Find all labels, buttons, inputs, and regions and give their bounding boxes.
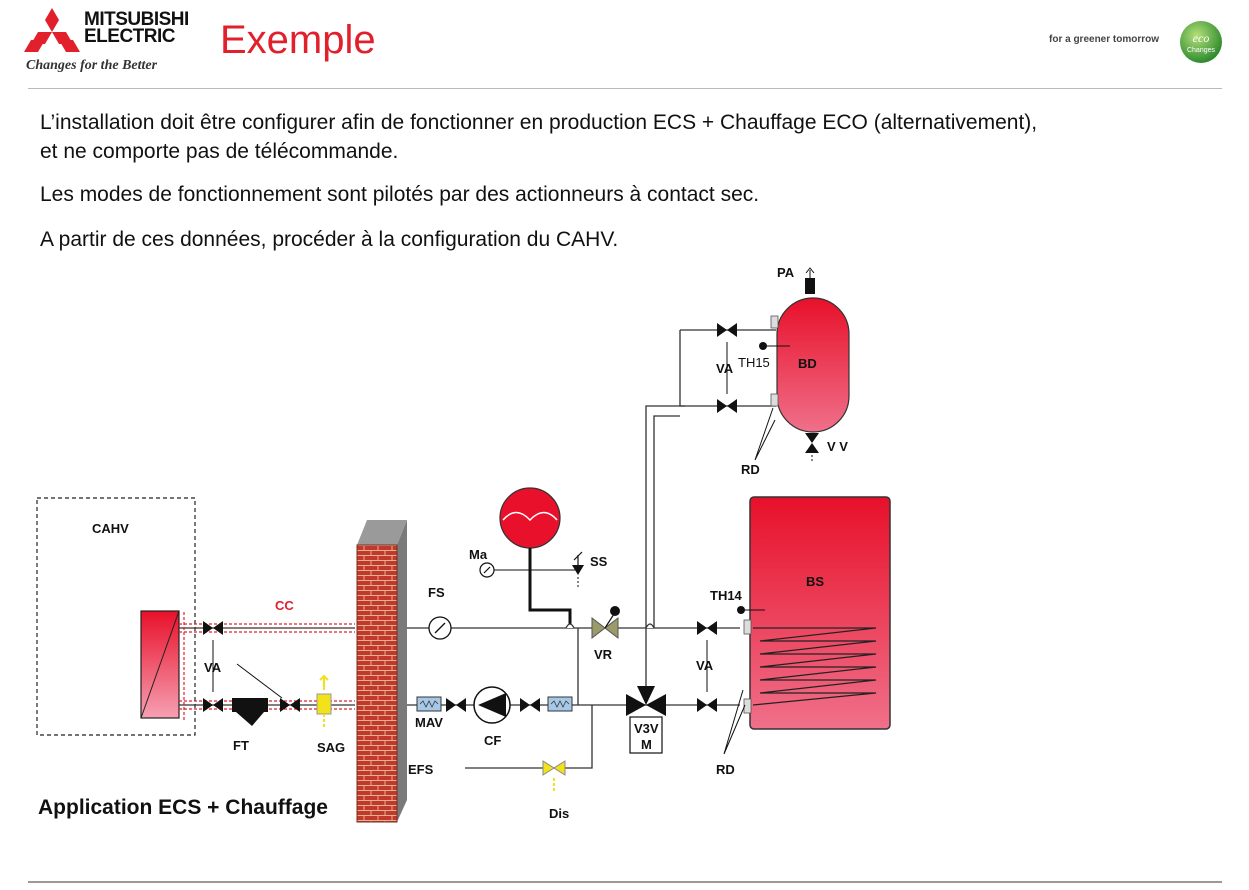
brand-line-1: MITSUBISHI bbox=[84, 9, 189, 30]
v3v-actuator bbox=[629, 716, 663, 754]
svg-text:Changes: Changes bbox=[1187, 47, 1216, 54]
riser-pipe-b bbox=[653, 415, 680, 628]
mav-strainer bbox=[416, 696, 442, 712]
ss-label: SS bbox=[590, 554, 608, 569]
va-label-left: VA bbox=[204, 660, 222, 675]
v3v-label: V3V bbox=[634, 721, 659, 736]
va-label-upper: VA bbox=[716, 361, 734, 376]
brick-wall bbox=[356, 544, 398, 823]
brand-tagline: Changes for the Better bbox=[26, 58, 158, 73]
expansion-vessel bbox=[499, 487, 561, 549]
footer-divider bbox=[28, 881, 1222, 883]
motor-label: M bbox=[641, 737, 652, 752]
bs-label: BS bbox=[806, 574, 824, 589]
heat-exchanger-diagonal bbox=[140, 610, 180, 719]
ma-label: Ma bbox=[469, 547, 488, 562]
vv-label: V V bbox=[827, 439, 848, 454]
va-valves-upper bbox=[717, 323, 737, 413]
ft-pointer bbox=[236, 663, 283, 699]
bd-buffer-tank bbox=[776, 297, 850, 433]
ss-safety-valve bbox=[572, 551, 584, 588]
v3v-three-way-valve bbox=[626, 686, 666, 716]
instruction-line-3: Les modes de fonctionnement sont pilotés… bbox=[40, 183, 760, 206]
efs-pipe bbox=[465, 705, 593, 769]
rd-pointer-upper bbox=[754, 407, 776, 461]
heat-meter bbox=[547, 696, 573, 712]
va-label-lower: VA bbox=[696, 658, 714, 673]
vv-drain-valve bbox=[805, 433, 819, 453]
primary-loop-pipes bbox=[179, 627, 740, 706]
header-divider bbox=[28, 88, 1222, 89]
instruction-line-2: et ne comporte pas de télécommande. bbox=[40, 140, 399, 163]
bd-label: BD bbox=[798, 356, 817, 371]
cahv-label: CAHV bbox=[92, 521, 129, 536]
dis-label: Dis bbox=[549, 806, 569, 821]
rd-label-upper: RD bbox=[741, 462, 760, 477]
vr-regulating-valve bbox=[591, 606, 620, 640]
bs-coil bbox=[752, 627, 877, 706]
expansion-vessel-membrane bbox=[502, 511, 558, 522]
cc-label: CC bbox=[275, 598, 294, 613]
wall-side bbox=[397, 520, 407, 822]
instruction-line-1: L’installation doit être configurer afin… bbox=[40, 111, 1038, 134]
cahv-unit-box bbox=[36, 497, 196, 736]
pa-air-purger bbox=[805, 278, 815, 294]
instruction-line-4: A partir de ces données, procéder à la c… bbox=[40, 228, 619, 251]
sag-sensor bbox=[316, 674, 332, 728]
isolation-valve bbox=[280, 698, 300, 712]
th15-label: TH15 bbox=[738, 355, 770, 370]
page-title: Exemple bbox=[220, 18, 376, 62]
slogan: for a greener tomorrow bbox=[1049, 34, 1160, 45]
brand-line-2: ELECTRIC bbox=[84, 26, 176, 47]
ft-label: FT bbox=[233, 738, 249, 753]
efs-label: EFS bbox=[408, 762, 434, 777]
check-valve-2 bbox=[520, 698, 540, 712]
mitsubishi-logo: MITSUBISHI ELECTRIC Changes for the Bett… bbox=[24, 8, 204, 78]
wall-top bbox=[357, 520, 407, 545]
rd-pointer-lower bbox=[723, 689, 746, 755]
pipe-crossover-2 bbox=[645, 623, 655, 629]
fs-label: FS bbox=[428, 585, 445, 600]
bs-storage-tank bbox=[749, 496, 891, 730]
eco-changes-badge: eco Changes bbox=[1180, 21, 1222, 63]
va-valves-left bbox=[203, 621, 223, 712]
svg-text:eco: eco bbox=[1193, 31, 1210, 45]
dis-disconnector bbox=[542, 760, 566, 792]
diagram-title: Application ECS + Chauffage bbox=[38, 796, 328, 819]
three-diamonds-icon bbox=[24, 8, 80, 52]
pipe-crossover bbox=[565, 623, 575, 629]
th14-label: TH14 bbox=[710, 588, 743, 603]
mav-label: MAV bbox=[415, 715, 443, 730]
vr-label: VR bbox=[594, 647, 613, 662]
check-valve-1 bbox=[446, 698, 466, 712]
riser-pipe-a bbox=[645, 405, 685, 686]
expansion-vessel-pipe bbox=[528, 548, 572, 628]
pa-label: PA bbox=[777, 265, 795, 280]
cc-heating-cable bbox=[179, 612, 355, 720]
sag-label: SAG bbox=[317, 740, 345, 755]
va-valves-lower bbox=[697, 621, 717, 712]
rd-label-lower: RD bbox=[716, 762, 735, 777]
ft-filter bbox=[232, 698, 268, 726]
cf-label: CF bbox=[484, 733, 501, 748]
